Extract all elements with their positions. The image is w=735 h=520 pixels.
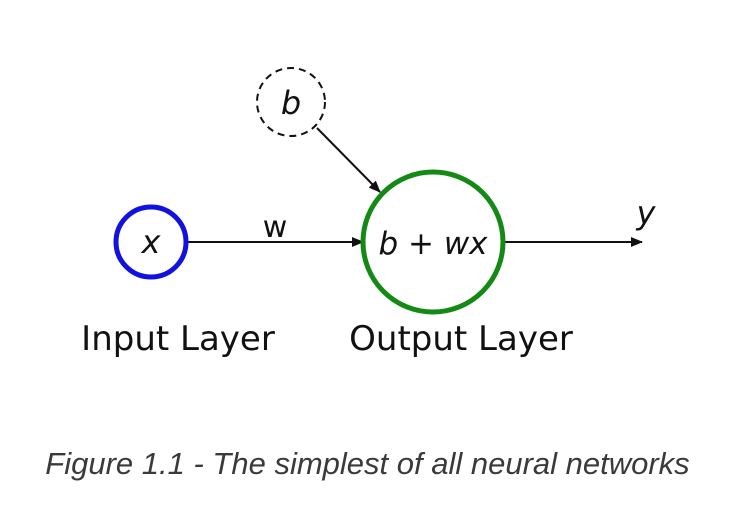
- input-node: [113, 204, 189, 280]
- bias-node-label: b: [281, 84, 301, 122]
- output-node-label: b + wx: [378, 226, 488, 262]
- diagram-canvas: b x w b + wx y Input Layer Output Layer: [81, 67, 657, 359]
- output-layer-label: Output Layer: [349, 319, 573, 359]
- bias-node: [256, 67, 326, 137]
- input-node-label: x: [141, 223, 162, 261]
- output-label: y: [636, 194, 657, 232]
- output-node: [360, 169, 506, 315]
- neural-network-diagram: b x w b + wx y Input Layer Output Layer: [81, 67, 657, 359]
- figure-caption: Figure 1.1 - The simplest of all neural …: [45, 446, 690, 481]
- bias-to-output-arrow: [316, 127, 381, 193]
- weight-label: w: [263, 210, 288, 245]
- input-layer-label: Input Layer: [81, 319, 275, 359]
